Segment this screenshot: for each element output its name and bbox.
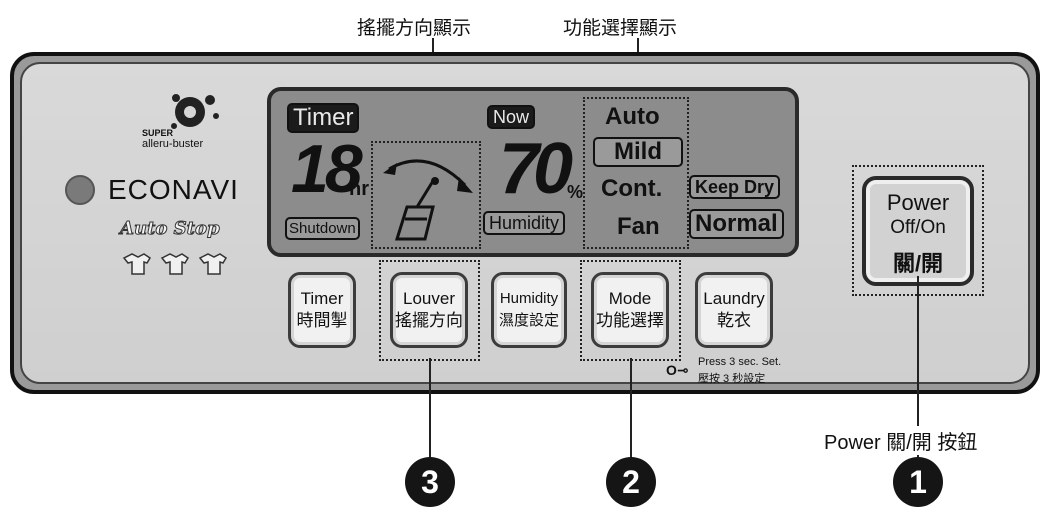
louver-button-leader (429, 358, 431, 460)
power-button-label: Power (886, 190, 950, 215)
humidity-button-label: Humidity (499, 290, 559, 307)
mode-auto: Auto (605, 103, 660, 130)
louver-button-label: Louver (403, 289, 455, 308)
now-indicator: Now (487, 105, 536, 129)
louver-display-callout: 搖擺方向顯示 (357, 18, 472, 39)
econavi-sensor-icon (65, 175, 95, 205)
shutdown-indicator: Shutdown (285, 217, 360, 240)
power-number-badge: 1 (893, 457, 943, 507)
timer-digits: 18 (291, 131, 363, 207)
timer-unit: hr (349, 178, 369, 200)
mode-display-highlight (583, 97, 689, 249)
econavi-logo: ECONAVI (108, 174, 239, 205)
power-button-callout: Power 關/開 按鈕 (822, 426, 980, 455)
key-lock-icon: O⊸ (666, 362, 689, 378)
timer-button-label: Timer (300, 289, 344, 308)
key-lock-note-zh: 壓按 3 秒設定 (698, 373, 766, 385)
humidity-button[interactable]: Humidity 濕度設定 (491, 272, 567, 348)
super-text: SUPER (142, 128, 174, 138)
function-display-callout: 功能選擇顯示 (563, 18, 678, 39)
key-lock-note-en: Press 3 sec. Set. (698, 356, 782, 368)
laundry-shirt-icons (120, 250, 230, 280)
power-button[interactable]: Power Off/On 關/開 (862, 176, 974, 286)
power-button-off-on: Off/On (890, 217, 946, 238)
timer-button-label-zh: 時間掣 (296, 311, 348, 330)
auto-stop-logo: Auto Stop (120, 218, 221, 240)
louver-swing-icon (383, 159, 473, 241)
laundry-button-label-zh: 乾衣 (717, 311, 751, 330)
laundry-button[interactable]: Laundry 乾衣 (695, 272, 773, 348)
louver-display-highlight (371, 141, 481, 249)
mode-number-badge: 2 (606, 457, 656, 507)
laundry-button-label: Laundry (703, 289, 765, 308)
keep-dry-indicator: Keep Dry (689, 175, 781, 199)
mode-button[interactable]: Mode 功能選擇 (591, 272, 669, 348)
timer-indicator: Timer (287, 103, 360, 133)
mode-cont: Cont. (601, 175, 663, 202)
alleru-buster-icon (171, 94, 219, 129)
alleru-buster-logo: SUPER alleru-buster (140, 88, 250, 158)
lcd-display: Timer 18 hr Shutdown Now 70 % Humidity A… (267, 87, 799, 257)
louver-button[interactable]: Louver 搖擺方向 (390, 272, 468, 348)
mode-button-label: Mode (608, 289, 652, 308)
normal-indicator: Normal (689, 209, 784, 239)
mode-fan: Fan (617, 213, 660, 240)
timer-button[interactable]: Timer 時間掣 (288, 272, 356, 348)
power-button-label-zh: 關/開 (892, 251, 944, 276)
humidity-unit: % (567, 182, 584, 202)
mode-button-leader (630, 358, 632, 460)
louver-button-label-zh: 搖擺方向 (395, 311, 463, 330)
mode-mild: Mild (593, 137, 683, 167)
power-button-leader (917, 276, 919, 460)
humidity-indicator: Humidity (483, 211, 566, 235)
alleru-buster-text: alleru-buster (142, 138, 204, 150)
humidity-digits: 70 (499, 129, 573, 209)
louver-number-badge: 3 (405, 457, 455, 507)
humidity-button-label-zh: 濕度設定 (498, 312, 559, 329)
mode-button-label-zh: 功能選擇 (596, 311, 664, 330)
